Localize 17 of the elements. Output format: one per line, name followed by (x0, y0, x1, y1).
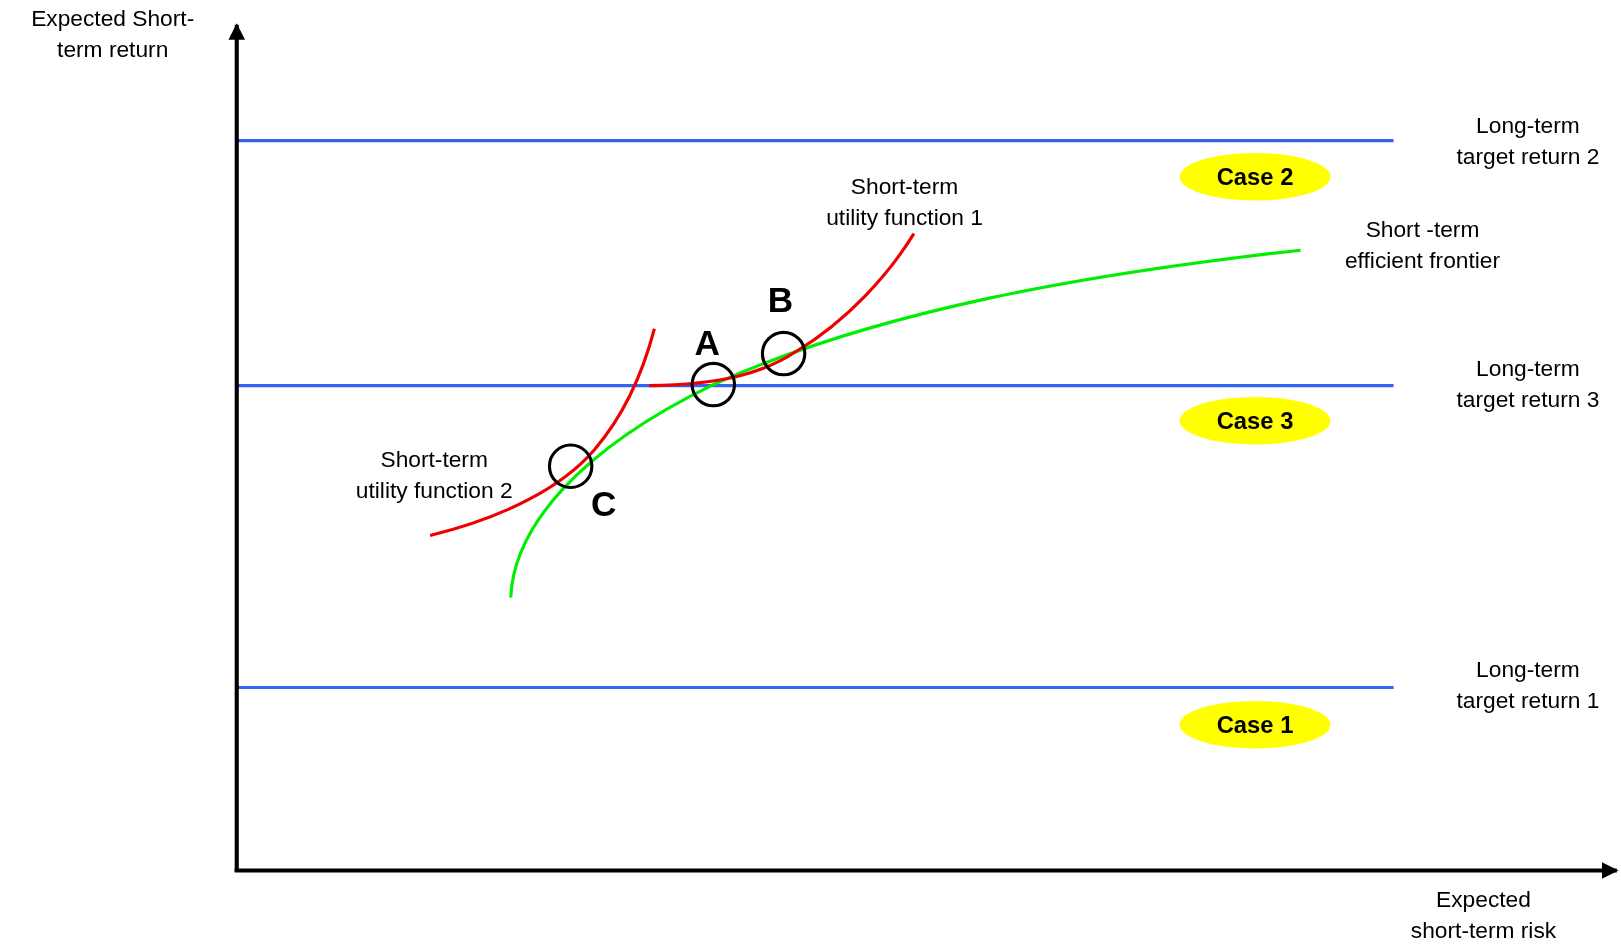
marker-circle (760, 330, 807, 377)
axis-title: Expected Short-term return (30, 4, 196, 65)
case-ellipse: Case 1 (1179, 700, 1331, 749)
line-label: Long-term target return 2 (1455, 111, 1601, 172)
point-label: C (591, 484, 617, 525)
curve-label: Short -term efficient frontier (1343, 215, 1502, 275)
case-ellipse: Case 2 (1179, 153, 1331, 201)
case-ellipse: Case 3 (1179, 397, 1331, 445)
line-label: Long-term target return 1 (1455, 655, 1601, 716)
marker-circle (547, 443, 594, 489)
line-label: Long-term target return 3 (1455, 354, 1601, 415)
point-label: B (767, 279, 794, 320)
axis-title: Expected short-term risk (1409, 884, 1558, 944)
point-label: A (694, 323, 720, 364)
marker-circle (690, 361, 737, 408)
curve-label: Short-term utility function 1 (825, 172, 984, 233)
curve-label: Short-term utility function 2 (354, 445, 514, 506)
